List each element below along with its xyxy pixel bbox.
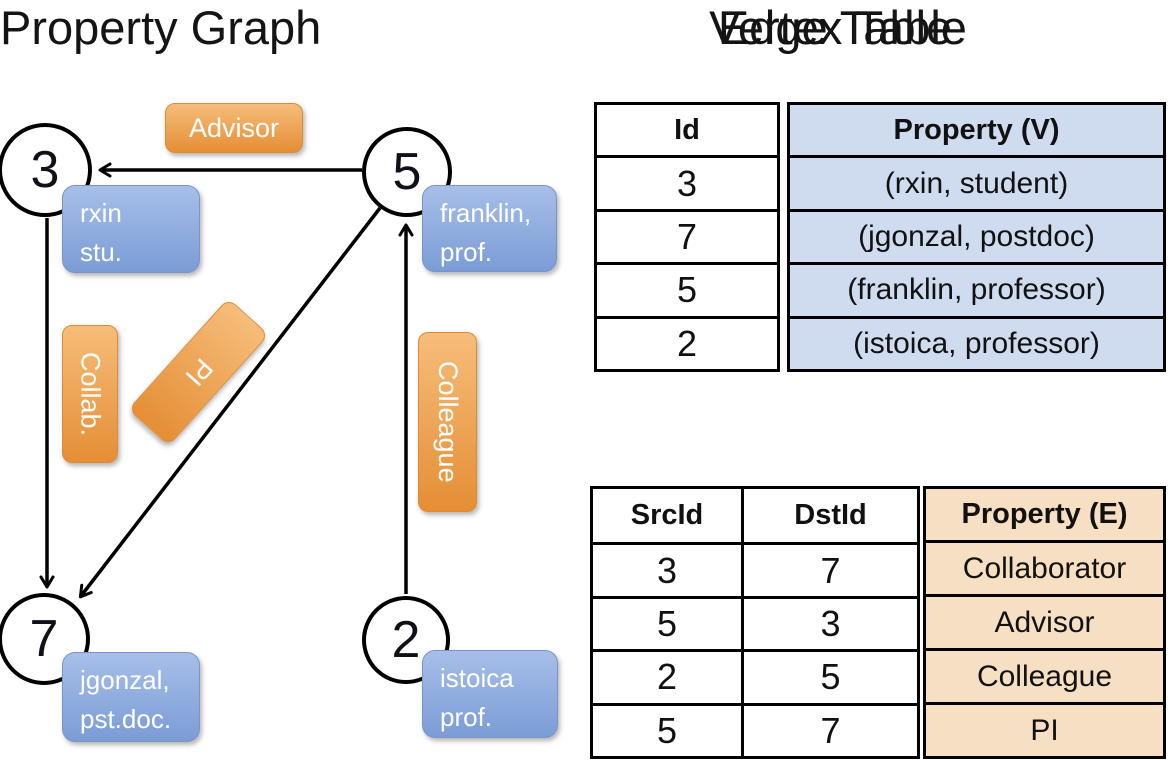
edge-prop-2: Colleague (976, 659, 1113, 693)
graph-title: Property Graph (0, 1, 322, 54)
vertex-prop-box-5: franklin, prof. (422, 185, 557, 272)
vertex-node-2: 2 (362, 596, 450, 684)
edge-dst-2: 5 (820, 656, 841, 698)
vertex-prop-box-7-line1: jgonzal, (80, 665, 170, 695)
vertex-table-id-header: Id (674, 113, 700, 146)
vertex-table-property-column: Property (V) (rxin, student) (jgonzal, p… (787, 102, 1166, 372)
edge-src-1: 5 (656, 602, 678, 644)
edge-label-advisor-text: Advisor (188, 112, 280, 143)
edge-table-src-cell: 3 (593, 542, 741, 595)
edge-table-dst-header: DstId (794, 499, 867, 532)
vertex-node-5-id: 5 (392, 143, 422, 201)
edge-dst-0: 7 (820, 549, 841, 591)
vertex-table-title: Vertex Table (709, 1, 967, 54)
graph-edges-layer (39, 162, 414, 599)
vertex-table-property-cell: (jgonzal, postdoc) (790, 208, 1163, 263)
vertex-table-property-cell: (franklin, professor) (790, 262, 1163, 316)
vertex-table-property-cell: (rxin, student) (790, 155, 1163, 209)
vertex-id-2: 5 (676, 269, 698, 311)
edge-table-id-columns: SrcId DstId 3 7 5 3 2 5 5 7 (590, 486, 920, 759)
edge-label-collab-text: Collab. (75, 351, 106, 437)
vertex-id-3: 2 (676, 322, 698, 364)
vertex-prop-3: (istoica, professor) (853, 326, 1100, 360)
vertex-table-id-header-cell: Id (597, 105, 777, 155)
vertex-node-7-id: 7 (29, 610, 59, 668)
vertex-table-id-column: Id 3 7 5 2 (594, 102, 780, 372)
edge-src-2: 2 (656, 656, 678, 698)
edge-table-dst-header-cell: DstId (741, 489, 917, 543)
vertex-prop-box-3-line1: rxin (80, 198, 122, 228)
vertex-table-id-cell: 7 (597, 208, 777, 262)
edge-prop-1: Advisor (994, 605, 1095, 639)
edge-label-collab: Collab. (62, 325, 118, 463)
edge-table-src-header-cell: SrcId (593, 489, 741, 542)
edge-src-3: 5 (656, 709, 678, 751)
edge-table-property-cell: Colleague (926, 648, 1163, 702)
vertex-prop-box-7-line2: pst.doc. (80, 704, 172, 734)
edge-label-colleague: Colleague (418, 332, 477, 512)
vertex-id-1: 7 (676, 216, 698, 258)
edge-table-dst-cell: 3 (741, 595, 917, 650)
vertex-prop-box-7: jgonzal, pst.doc. (62, 652, 200, 742)
edge-dst-3: 7 (820, 709, 841, 751)
edge-table-dst-cell: 7 (741, 542, 917, 596)
vertex-prop-box-3: rxin stu. (62, 185, 200, 273)
vertex-node-5: 5 (362, 127, 452, 217)
vertex-node-3-id: 3 (30, 141, 60, 199)
vertex-node-2-id: 2 (391, 611, 421, 669)
vertex-table-id-cell: 2 (597, 315, 777, 369)
vertex-table-id-cell: 5 (597, 262, 777, 315)
edge-table-property-column: Property (E) Collaborator Advisor Collea… (923, 486, 1166, 759)
edge-prop-3: PI (1030, 713, 1059, 747)
edge-prop-0: Collaborator (962, 551, 1127, 585)
vertex-prop-0: (rxin, student) (884, 166, 1069, 200)
vertex-prop-box-2: istoica prof. (422, 650, 558, 738)
vertex-prop-box-5-line2: prof. (440, 237, 493, 267)
edge-label-colleague-text: Colleague (433, 361, 463, 483)
edge-table-src-cell: 5 (593, 595, 741, 649)
edge-src-0: 3 (656, 549, 678, 591)
edge-label-advisor: Advisor (165, 103, 303, 153)
vertex-table-property-header-cell: Property (V) (790, 105, 1163, 156)
vertex-prop-1: (jgonzal, postdoc) (858, 220, 1095, 254)
edge-table-property-header: Property (E) (961, 498, 1128, 530)
edge-table-src-cell: 5 (593, 702, 741, 756)
edge-pi-5-to-7 (78, 206, 382, 599)
edge-table-property-cell: Collaborator (926, 540, 1163, 594)
vertex-prop-box-5-line1: franklin, (440, 198, 532, 228)
vertex-table-property-cell: (istoica, professor) (790, 315, 1163, 370)
edge-table-dst-cell: 7 (741, 702, 917, 756)
edge-table-property-header-cell: Property (E) (926, 489, 1163, 540)
vertex-prop-box-3-line2: stu. (80, 237, 122, 267)
edge-table-title: Edge Table (717, 1, 953, 54)
edge-table-src-header: SrcId (630, 499, 704, 532)
edge-dst-1: 3 (820, 602, 841, 644)
edge-table-dst-cell: 5 (741, 649, 917, 703)
edge-table-src-cell: 2 (593, 649, 741, 702)
vertex-table-id-cell: 3 (597, 155, 777, 208)
vertex-table-property-header: Property (V) (893, 113, 1060, 146)
vertex-id-0: 3 (676, 162, 698, 204)
edge-table-property-cell: Advisor (926, 594, 1163, 648)
vertex-prop-box-2-line2: prof. (440, 702, 493, 732)
edge-table-property-cell: PI (926, 702, 1163, 756)
edge-label-pi-text: PI (179, 352, 219, 392)
vertex-prop-box-2-line1: istoica (440, 663, 514, 693)
vertex-prop-2: (franklin, professor) (847, 273, 1106, 307)
